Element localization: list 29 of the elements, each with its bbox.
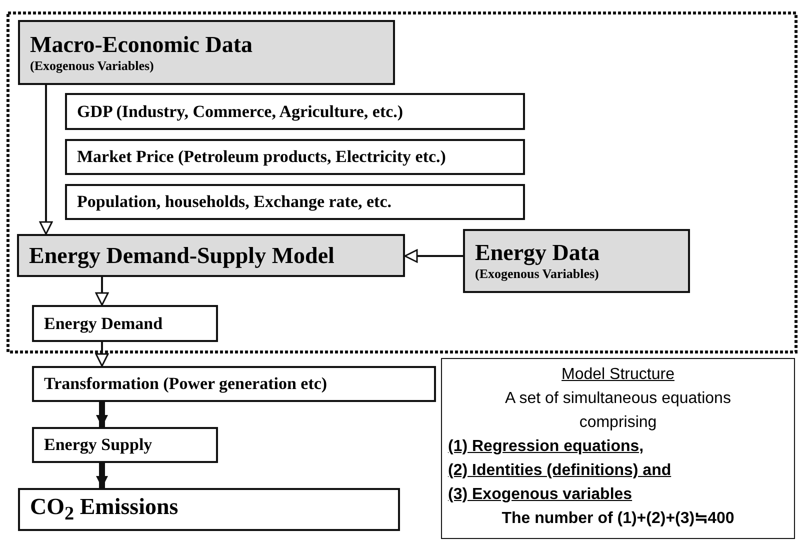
box-subtitle: (Exogenous Variables) [475, 266, 599, 282]
model-box [17, 234, 405, 277]
variable-box [65, 184, 525, 220]
box-title: Energy Supply [44, 435, 152, 455]
note-text: (1) Regression equations, [448, 437, 645, 457]
output-box [32, 305, 218, 342]
variable-box [65, 93, 525, 130]
output-box [32, 427, 218, 463]
box-title: Macro-Economic Data [30, 32, 252, 58]
note-box [441, 358, 795, 539]
box-title: Energy Demand-Supply Model [29, 242, 334, 268]
box-title: Population, households, Exchange rate, etc. [77, 192, 392, 212]
output-box [18, 488, 400, 531]
note-text: The number of (1)+(2)+(3)≒400 [500, 509, 736, 529]
data-box [463, 229, 690, 293]
box-title: Energy Data [475, 240, 600, 266]
box-title: Market Price (Petroleum products, Electricity etc.) [77, 147, 446, 167]
note-text: (2) Identities (definitions) and [448, 461, 672, 481]
box-title: Energy Demand [44, 314, 163, 334]
note-text: A set of simultaneous equations comprising [504, 389, 732, 433]
box-title: Transformation (Power generation etc) [44, 374, 328, 394]
process-box [32, 366, 436, 402]
box-title: CO$_{2}$ Emissions [30, 494, 178, 526]
variable-box [65, 139, 525, 175]
note-text: (3) Exogenous variables [448, 485, 634, 505]
box-title: GDP (Industry, Commerce, Agriculture, etc.) [77, 102, 404, 122]
data-box [18, 20, 395, 85]
note-heading: Model Structure [560, 365, 676, 385]
box-subtitle: (Exogenous Variables) [30, 58, 154, 74]
